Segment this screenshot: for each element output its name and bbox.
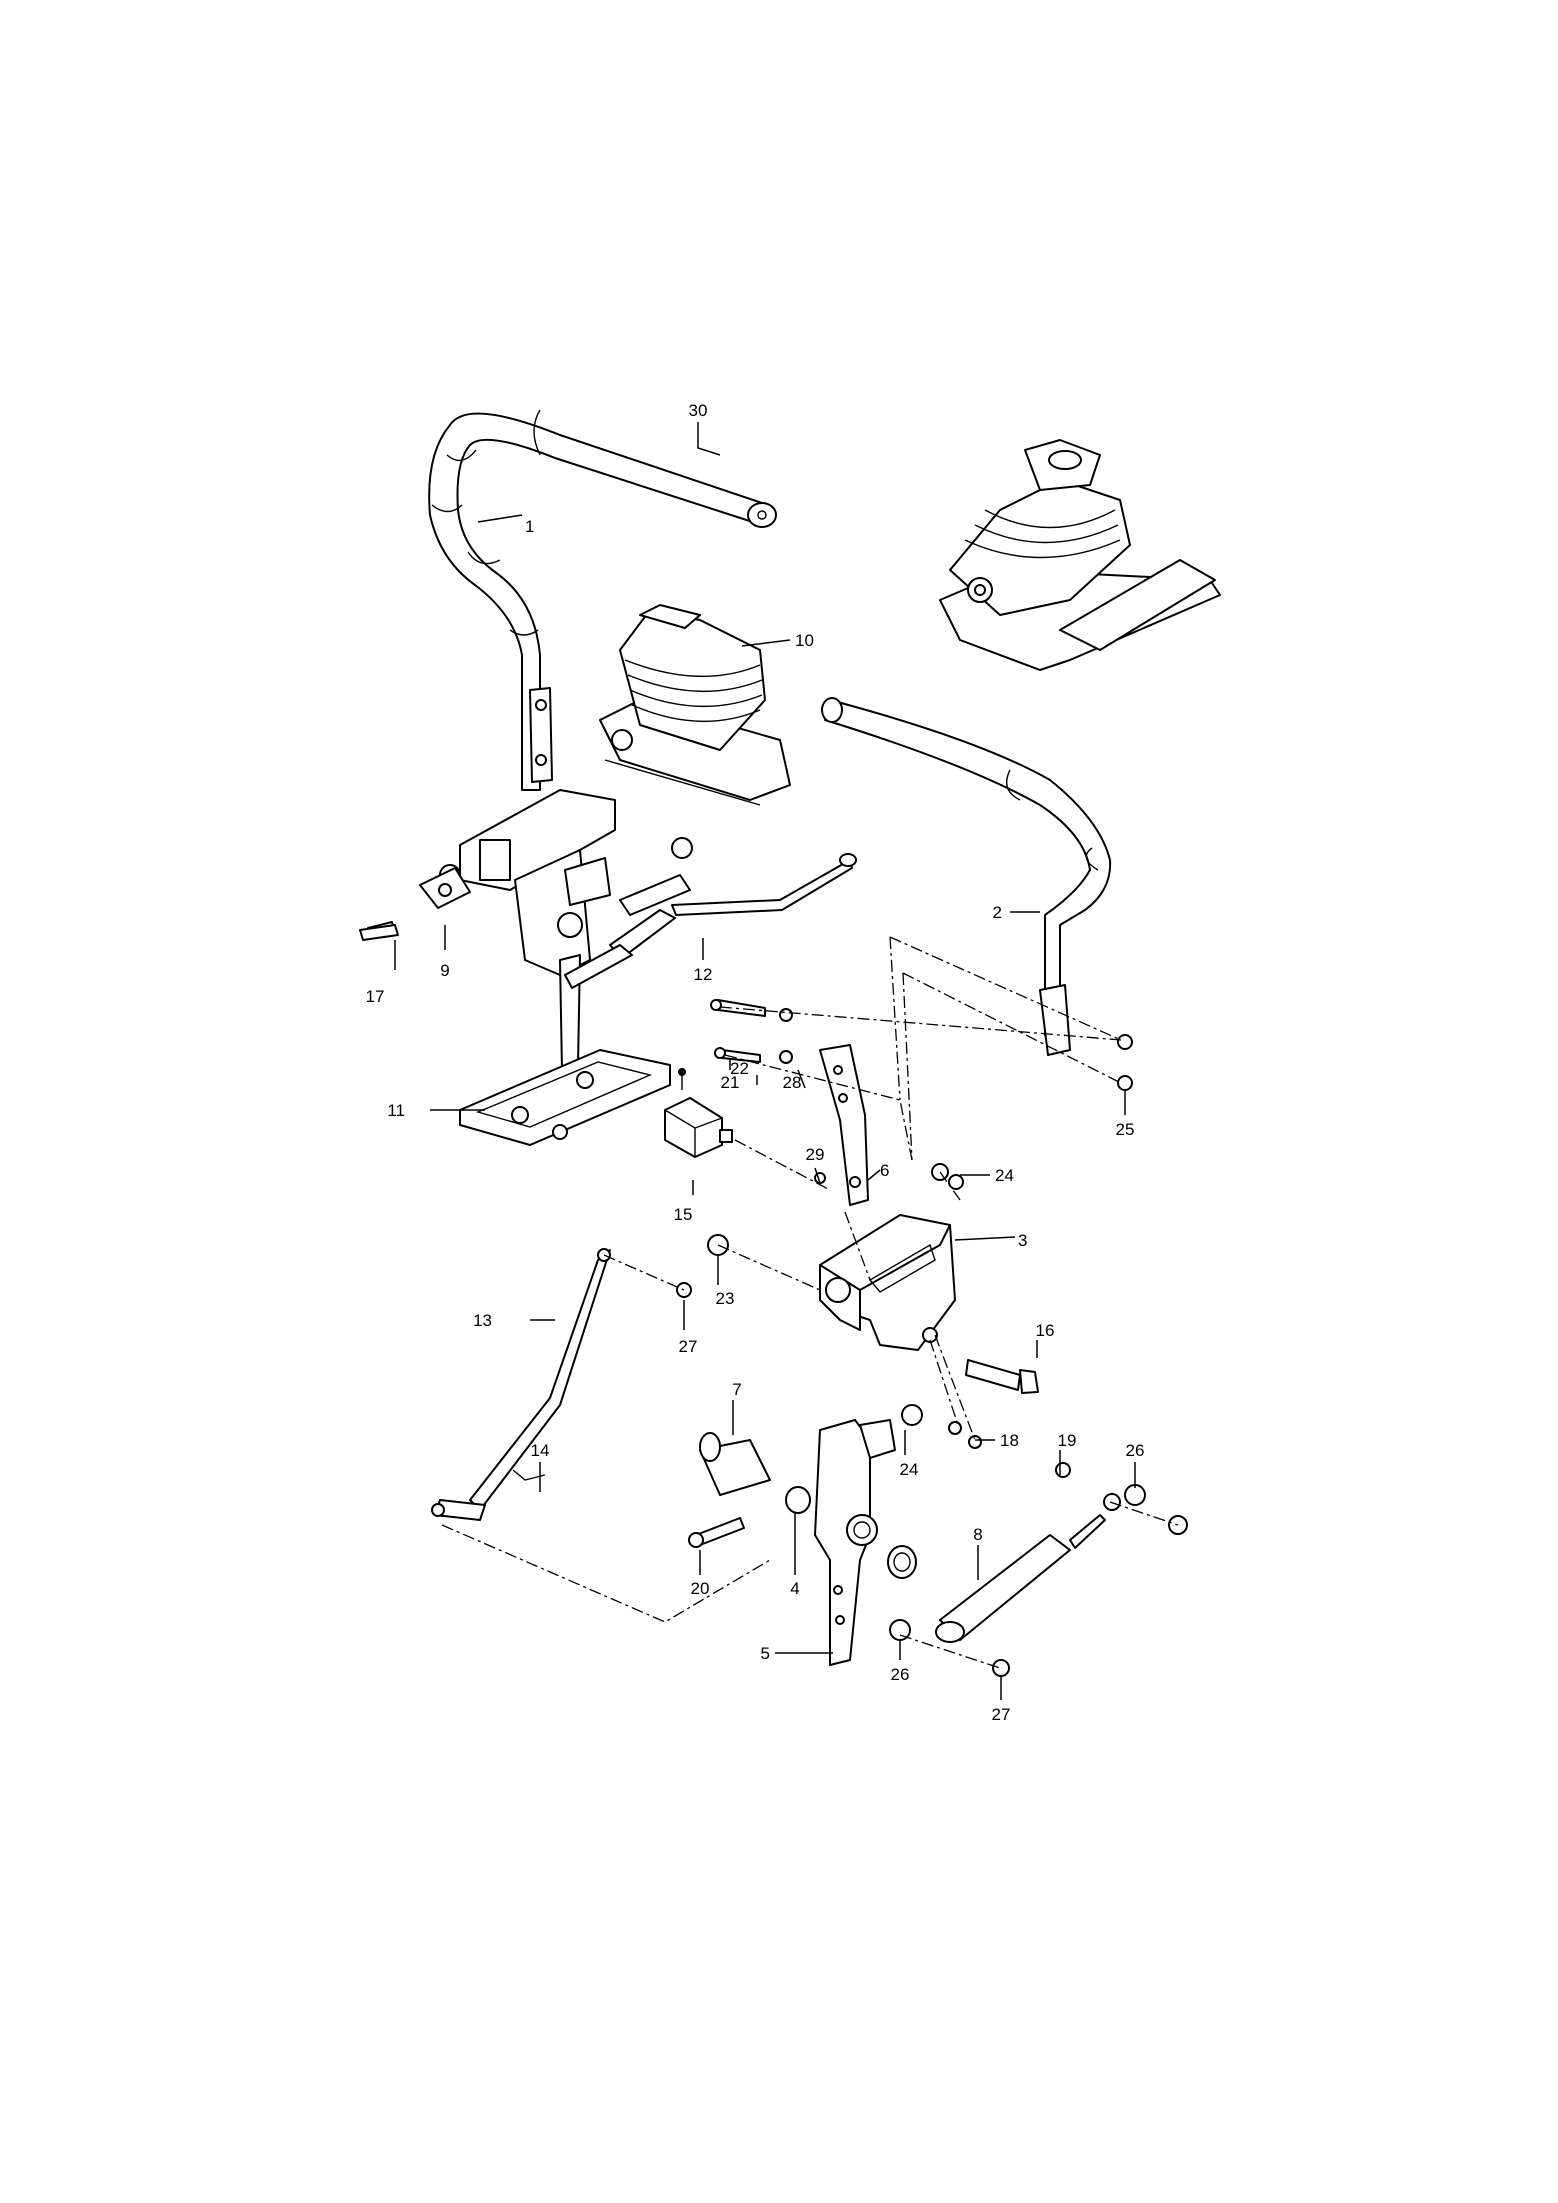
callout-12: 12 [694,965,713,984]
lever-part-5 [814,1419,896,1666]
callout-3: 3 [1018,1231,1027,1250]
callout-1: 1 [525,517,534,536]
callout-10: 10 [795,631,814,650]
switch-part-15 [664,1068,733,1158]
leader-lines [394,422,1136,1700]
callout-26-upper: 26 [1126,1441,1145,1460]
callout-15: 15 [674,1205,693,1224]
callout-27-lower: 27 [992,1705,1011,1724]
callout-9: 9 [440,961,449,980]
callouts: 30 1 10 2 17 9 12 11 21 28 22 25 29 6 24… [366,401,1145,1724]
callout-27-upper: 27 [679,1337,698,1356]
bolt-part-16 [965,1359,1039,1394]
callout-14: 14 [531,1441,550,1460]
gas-strut-part-8 [935,1514,1106,1643]
callout-24-upper: 24 [995,1166,1014,1185]
rod-part-13 [431,1248,611,1521]
callout-19: 19 [1058,1431,1077,1450]
bushing-part-4 [785,1486,917,1579]
boot-part-10 [599,604,791,806]
bolt-part-20 [688,1517,745,1548]
callout-8: 8 [973,1525,982,1544]
boot-assembled-view [939,439,1221,671]
callout-11: 11 [387,1101,405,1120]
callout-17: 17 [366,987,385,1006]
callout-5: 5 [761,1644,770,1663]
callout-30: 30 [689,401,708,420]
left-handle-part-1 [428,409,777,791]
callout-28: 28 [783,1073,802,1092]
callout-2: 2 [993,903,1002,922]
callout-21: 21 [721,1073,740,1092]
callout-18: 18 [1000,1431,1019,1450]
callout-6: 6 [880,1161,889,1180]
link-plate-part-6 [819,1044,869,1206]
callout-20: 20 [691,1579,710,1598]
callout-23: 23 [716,1289,735,1308]
callout-4: 4 [790,1579,799,1598]
control-bracket-assembly [367,789,857,1071]
callout-26-lower: 26 [891,1665,910,1684]
pivot-bracket-part-3 [819,1214,956,1351]
callout-7: 7 [732,1380,741,1399]
centerlines [441,936,1179,1669]
callout-13: 13 [473,1311,492,1330]
spacer-part-7 [699,1432,771,1496]
right-handle-part-2 [821,697,1112,1056]
callout-25: 25 [1116,1120,1135,1139]
callout-29: 29 [806,1145,825,1164]
gasket-part-11 [459,1049,671,1146]
callout-22: 22 [730,1059,749,1078]
callout-24-lower: 24 [900,1460,919,1479]
callout-16: 16 [1036,1321,1055,1340]
